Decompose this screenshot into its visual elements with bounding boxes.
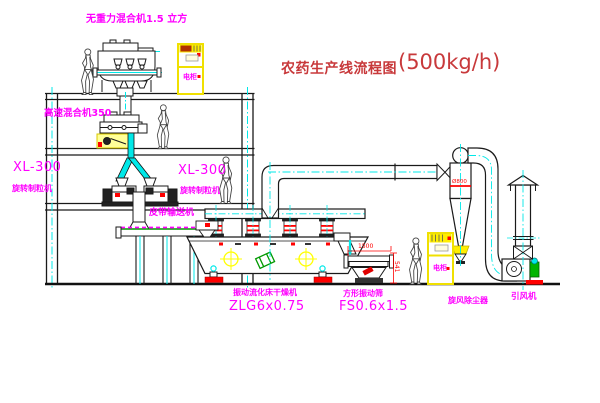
induced-draft-fan bbox=[501, 257, 543, 285]
roof-control-cabinet bbox=[177, 43, 204, 95]
label-dryer-model: ZLG6x0.75 bbox=[229, 299, 305, 314]
dim-cyclone-diameter: Ø800 bbox=[452, 178, 467, 185]
label-roof-cabinet: 电柜 bbox=[183, 73, 197, 81]
label-gravity-mixer: 无重力混合机1.5 立方 bbox=[86, 14, 188, 25]
dim-sieve-height: 541 bbox=[393, 261, 400, 273]
label-sieve-model: FS0.6x1.5 bbox=[339, 299, 409, 314]
ground-control-cabinet bbox=[427, 232, 454, 285]
label-belt-conveyor: 皮带输送机 bbox=[149, 208, 195, 218]
label-granulator-left-model: XL-300 bbox=[13, 160, 62, 175]
dryer-feed-inlet bbox=[195, 220, 219, 238]
label-sieve-name: 方形振动筛 bbox=[343, 289, 383, 298]
label-ground-cabinet: 电柜 bbox=[433, 264, 447, 272]
person-ground bbox=[409, 237, 423, 285]
label-granulator-left-name: 旋转制粒机 bbox=[12, 184, 52, 193]
diagram-title-capacity: (500kg/h) bbox=[398, 50, 501, 74]
exhaust-stack bbox=[506, 170, 540, 290]
label-granulator-center-name: 旋转制粒机 bbox=[180, 186, 220, 195]
high-speed-mixer bbox=[96, 111, 148, 149]
cyclone-dust-collector bbox=[449, 144, 473, 266]
person-roof bbox=[81, 48, 94, 95]
label-fan: 引风机 bbox=[511, 292, 537, 302]
label-granulator-center-model: XL-300 bbox=[178, 163, 227, 178]
diagram-title: 农药生产线流程图 bbox=[281, 61, 397, 77]
granulator-left-unit bbox=[101, 177, 139, 207]
dim-sieve-length: 1500 bbox=[358, 243, 374, 250]
person-third-floor bbox=[156, 104, 170, 150]
exhaust-duct bbox=[261, 162, 453, 280]
vibrating-sieve bbox=[343, 246, 397, 284]
granulator-right-unit bbox=[141, 177, 179, 207]
column-centerlines bbox=[51, 87, 248, 290]
label-high-speed-mixer: 高速混合机350 bbox=[44, 108, 112, 119]
label-cyclone: 旋风除尘器 bbox=[448, 296, 488, 305]
label-dryer-name: 振动流化床干燥机 bbox=[233, 288, 297, 297]
gravity-free-mixer bbox=[92, 39, 162, 119]
